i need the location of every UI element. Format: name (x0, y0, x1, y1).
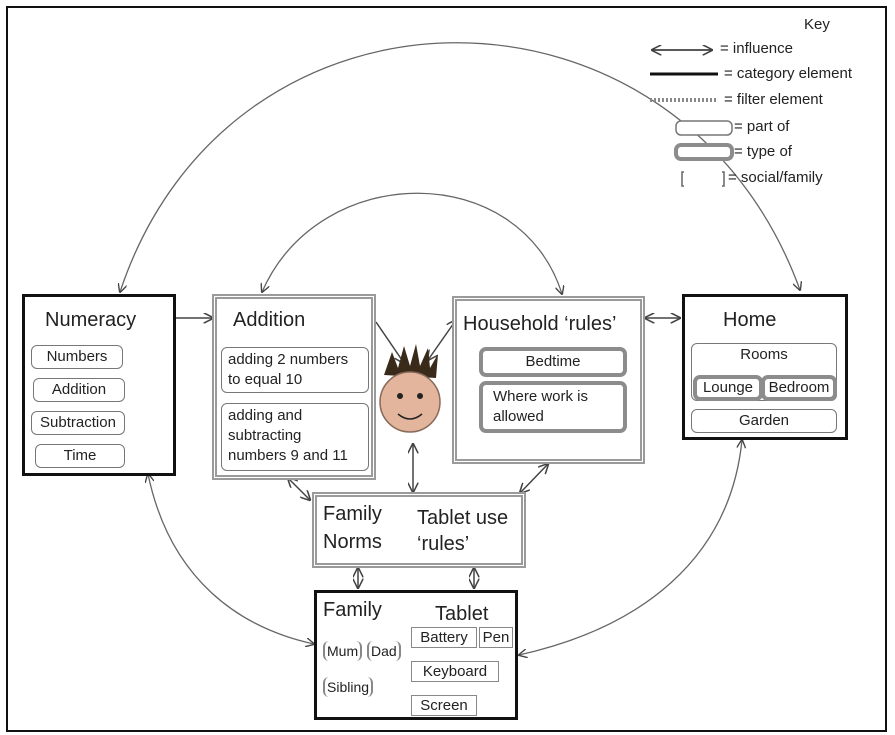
right-eye (417, 393, 423, 399)
family-sibling: Sibling (323, 677, 374, 697)
household-title: Household ‘rules’ (463, 313, 617, 335)
family-dad: Dad (367, 641, 401, 661)
face-circle (379, 371, 441, 433)
tablet-screen: Screen (411, 695, 477, 716)
family-tablet-box: Family Tablet Mum Dad Sibling Battery Pe… (314, 590, 518, 720)
numeracy-item-subtraction: Subtraction (31, 411, 125, 435)
family-norms-line1: Family (323, 503, 382, 525)
tablet-keyboard: Keyboard (411, 661, 499, 682)
left-eye (397, 393, 403, 399)
household-item-bedtime: Bedtime (479, 347, 627, 377)
key-social-symbol (681, 171, 725, 187)
key-type-label: = type of (734, 143, 792, 160)
key-title: Key (804, 16, 830, 33)
home-garden: Garden (691, 409, 837, 433)
arrow-household-norms (520, 464, 548, 493)
numeracy-box: Numeracy Numbers Addition Subtraction Ti… (22, 294, 176, 476)
numeracy-item-addition: Addition (33, 378, 125, 402)
tablet-rules-line2: ‘rules’ (417, 533, 470, 555)
home-lounge: Lounge (693, 375, 763, 401)
key-social-label: = social/family (728, 169, 823, 186)
key-influence-label: = influence (720, 40, 793, 57)
arrow-household-face (428, 320, 456, 360)
arc-numeracy-familytablet (148, 474, 314, 644)
household-item-where-work: Where work is allowed (479, 381, 627, 433)
home-title: Home (723, 309, 777, 331)
key-part-symbol (675, 120, 733, 136)
family-mum: Mum (323, 641, 363, 661)
addition-box: Addition adding 2 numbers to equal 10 ad… (212, 294, 376, 480)
norms-box: Family Norms Tablet use ‘rules’ (312, 492, 526, 568)
household-rules-box: Household ‘rules’ Bedtime Where work is … (452, 296, 645, 464)
home-box: Home Rooms Lounge Bedroom Garden (682, 294, 848, 440)
home-rooms-label: Rooms (740, 346, 788, 363)
key-filter-label: = filter element (724, 91, 823, 108)
tablet-rules-line1: Tablet use (417, 507, 509, 529)
numeracy-item-numbers: Numbers (31, 345, 123, 369)
arc-numeracy-home (120, 42, 800, 292)
tablet-title: Tablet (435, 603, 489, 625)
family-title: Family (323, 599, 382, 621)
numeracy-title: Numeracy (45, 309, 137, 331)
family-norms-line2: Norms (323, 531, 382, 553)
numeracy-item-time: Time (35, 444, 125, 468)
key-type-symbol (674, 143, 734, 161)
addition-title: Addition (233, 309, 306, 331)
addition-item-2: adding and subtracting numbers 9 and 11 (221, 403, 369, 471)
arrow-addition-norms (288, 478, 310, 500)
addition-item-1: adding 2 numbers to equal 10 (221, 347, 369, 393)
arrow-addition-face (375, 321, 404, 363)
child-face-icon (379, 344, 441, 433)
smile (397, 413, 423, 420)
tablet-pen: Pen (479, 627, 513, 648)
home-bedroom: Bedroom (761, 375, 837, 401)
key-category-label: = category element (724, 65, 852, 82)
diagram-frame (6, 6, 887, 732)
arc-addition-household (262, 192, 562, 294)
key-part-label: = part of (734, 118, 790, 135)
hair-shape (384, 344, 438, 378)
arc-home-familytablet (519, 440, 742, 655)
tablet-battery: Battery (411, 627, 477, 648)
